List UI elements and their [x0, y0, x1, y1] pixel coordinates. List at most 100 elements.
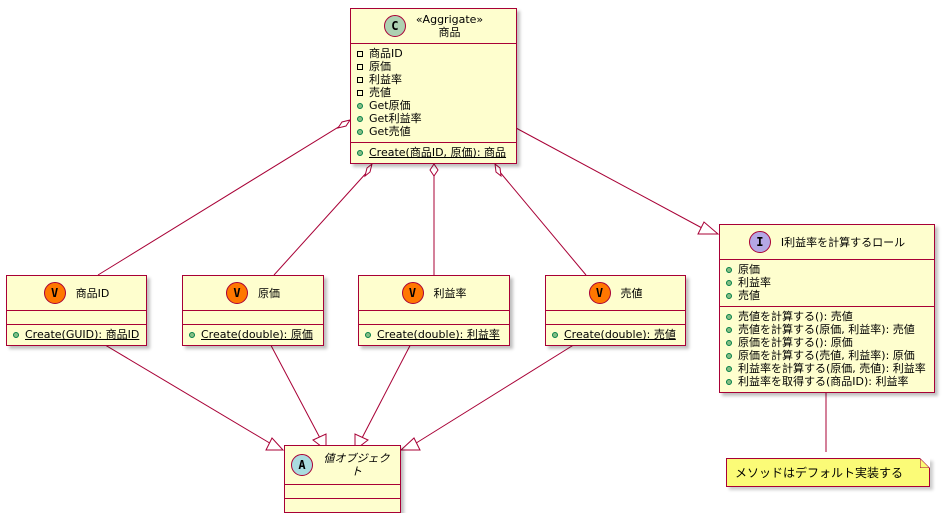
value-class-name: 商品ID — [75, 286, 110, 300]
aggregation-line-cost — [273, 170, 369, 276]
interface-class[interactable]: I I利益率を計算するロール 原価 利益率 売値 売値を計算する(): 売値 売… — [719, 224, 935, 393]
value-class-margin[interactable]: V 利益率 Create(double): 利益率 — [358, 275, 510, 346]
value-class-product-id[interactable]: V 商品ID Create(GUID): 商品ID — [6, 275, 147, 346]
generalization-line-margin — [361, 335, 416, 439]
field-row: 商品ID — [357, 47, 510, 60]
field-row: 原価 — [726, 263, 928, 276]
value-class-name: 原価 — [258, 286, 280, 300]
public-visibility-icon — [726, 378, 732, 385]
note[interactable]: メソッドはデフォルト実装する — [726, 458, 930, 487]
abstract-name: 値オブジェクト — [323, 452, 390, 478]
product-methods: Create(商品ID, 原価): 商品 — [351, 142, 516, 163]
aggregation-diamond-price — [494, 162, 502, 178]
generalization-line-price — [412, 335, 589, 446]
method-row: Create(商品ID, 原価): 商品 — [357, 146, 510, 159]
public-visibility-icon — [13, 331, 19, 338]
method-row: 利益率を取得する(商品ID): 利益率 — [726, 375, 928, 388]
public-visibility-icon — [726, 352, 732, 359]
public-visibility-icon — [726, 292, 732, 299]
public-visibility-icon — [726, 279, 732, 286]
value-class-name: 売値 — [620, 286, 643, 300]
field-row: 利益率 — [726, 276, 928, 289]
interface-name: I利益率を計算するロール — [780, 235, 906, 249]
aggregation-line-product-id — [97, 122, 346, 276]
method-row: 売値を計算する(原価, 利益率): 売値 — [726, 323, 928, 336]
value-badge-icon: V — [588, 282, 611, 304]
value-class-fields — [7, 310, 146, 324]
private-visibility-icon — [357, 50, 363, 57]
field-row: 原価 — [357, 60, 510, 73]
product-stereotype: «Aggrigate» — [415, 13, 484, 26]
abstract-fields — [285, 484, 400, 498]
value-class-fields — [359, 310, 509, 324]
field-row: 売値 — [726, 289, 928, 302]
field-row: 売値 — [357, 86, 510, 99]
abstract-methods — [285, 498, 400, 512]
abstract-class-header: A 値オブジェクト — [285, 446, 400, 484]
value-class-fields — [183, 310, 323, 324]
method-row: 利益率を計算する(原価, 売値): 利益率 — [726, 362, 928, 375]
public-visibility-icon — [726, 313, 732, 320]
field-row: Get原価 — [357, 99, 510, 112]
public-visibility-icon — [552, 331, 558, 338]
value-class-methods: Create(double): 売値 — [546, 324, 685, 345]
value-class-methods: Create(GUID): 商品ID — [7, 324, 146, 345]
aggregation-diamond-cost — [364, 162, 373, 178]
abstract-badge-icon: A — [291, 454, 313, 476]
value-class-header: V 商品ID — [7, 276, 146, 310]
value-class-price[interactable]: V 売値 Create(double): 売値 — [545, 275, 686, 346]
value-badge-icon: V — [226, 282, 248, 304]
interface-methods: 売値を計算する(): 売値 売値を計算する(原価, 利益率): 売値 原価を計算… — [720, 306, 934, 392]
public-visibility-icon — [726, 365, 732, 372]
generalization-arrowhead-product-id — [265, 437, 285, 451]
field-row: 利益率 — [357, 73, 510, 86]
abstract-class[interactable]: A 値オブジェクト — [284, 445, 401, 513]
public-visibility-icon — [365, 331, 371, 338]
aggregation-diamond-product-id — [336, 119, 352, 129]
public-visibility-icon — [189, 331, 195, 338]
field-row: Get売値 — [357, 125, 510, 138]
value-badge-icon: V — [43, 282, 66, 304]
note-fold-icon — [920, 458, 930, 468]
private-visibility-icon — [357, 63, 363, 70]
aggregation-line-price — [498, 170, 587, 276]
public-visibility-icon — [357, 149, 363, 156]
value-class-fields — [546, 310, 685, 324]
aggregation-diamond-margin — [429, 163, 439, 177]
generalization-arrowhead-price — [399, 437, 421, 451]
interface-class-header: I I利益率を計算するロール — [720, 225, 934, 259]
realization-line-interface — [515, 127, 703, 229]
public-visibility-icon — [726, 339, 732, 346]
value-class-header: V 売値 — [546, 276, 685, 310]
note-text: メソッドはデフォルト実装する — [735, 466, 904, 480]
private-visibility-icon — [357, 89, 363, 96]
method-row: 原価を計算する(売値, 利益率): 原価 — [726, 349, 928, 362]
value-class-header: V 原価 — [183, 276, 323, 310]
method-row: Create(double): 原価 — [189, 328, 317, 341]
product-fields: 商品ID 原価 利益率 売値 Get原価 Get利益率 Get売値 — [351, 43, 516, 142]
value-class-methods: Create(double): 原価 — [183, 324, 323, 345]
product-class[interactable]: C «Aggrigate» 商品 商品ID 原価 利益率 売値 Get原価 Ge… — [350, 8, 517, 164]
method-row: 原価を計算する(): 原価 — [726, 336, 928, 349]
field-row: Get利益率 — [357, 112, 510, 125]
class-badge-icon: C — [383, 15, 406, 37]
public-visibility-icon — [357, 102, 363, 109]
method-row: Create(double): 売値 — [552, 328, 679, 341]
value-class-cost[interactable]: V 原価 Create(double): 原価 — [182, 275, 324, 346]
public-visibility-icon — [726, 266, 732, 273]
value-badge-icon: V — [401, 282, 424, 304]
interface-fields: 原価 利益率 売値 — [720, 259, 934, 306]
public-visibility-icon — [357, 115, 363, 122]
value-class-name: 利益率 — [433, 286, 467, 300]
value-class-methods: Create(double): 利益率 — [359, 324, 509, 345]
public-visibility-icon — [357, 128, 363, 135]
product-name: 商品 — [438, 26, 461, 39]
realization-arrowhead — [697, 221, 720, 235]
public-visibility-icon — [726, 326, 732, 333]
value-class-header: V 利益率 — [359, 276, 509, 310]
method-row: Create(double): 利益率 — [365, 328, 503, 341]
method-row: Create(GUID): 商品ID — [13, 328, 140, 341]
method-row: 売値を計算する(): 売値 — [726, 310, 928, 323]
private-visibility-icon — [357, 76, 363, 83]
